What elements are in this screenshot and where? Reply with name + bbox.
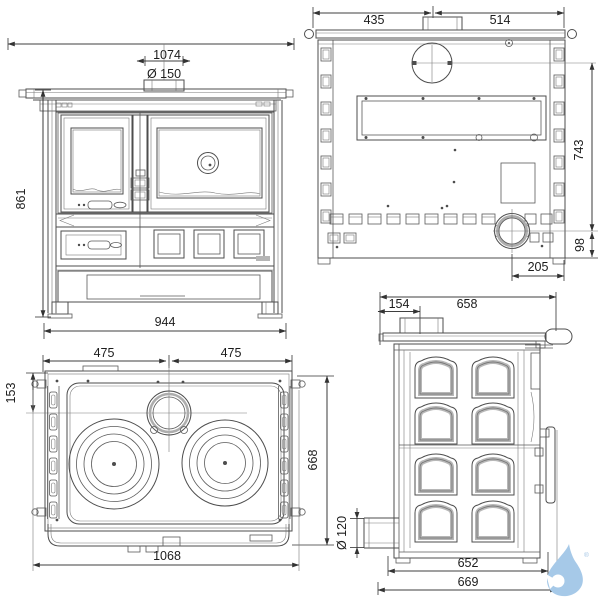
dim-rear-outlet-side-offset: 205: [528, 260, 549, 274]
dim-top-depth: 668: [306, 450, 320, 471]
dim-front-overall-width: 1074: [153, 48, 181, 62]
dim-side-flue-setback: 154: [389, 297, 410, 311]
rear-side-slots-left: [320, 47, 332, 224]
base-skirt-top: [47, 524, 290, 553]
dim-rear-height-to-outlet: 743: [572, 140, 586, 161]
flue-collar-top: [26, 366, 247, 452]
logo-drop-icon: [547, 544, 583, 597]
dim-top-flue-setback: 153: [4, 383, 18, 404]
flue-collar-rear: [422, 16, 463, 31]
flue-collar-side: [399, 317, 444, 334]
front-legs: [47, 301, 283, 319]
vent-grille-left: [55, 102, 62, 108]
rear-junction-box: [500, 162, 536, 204]
thermometer-icon: [197, 152, 219, 174]
ash-drawer: [60, 230, 127, 260]
oven-door-window: [156, 127, 263, 199]
dim-front-body-width: 944: [155, 315, 176, 329]
dim-top-half-width-right: 475: [221, 346, 242, 360]
front-towel-rail: [18, 88, 294, 99]
vent-grille-right: [255, 101, 263, 107]
dim-side-overall-depth: 669: [458, 575, 479, 589]
side-towel-rail: [378, 328, 573, 349]
dim-top-overall-width: 1068: [153, 549, 181, 563]
firebox-door-window: [70, 127, 124, 195]
registered-mark: ®: [584, 551, 589, 559]
dim-side-base-depth: 652: [458, 556, 479, 570]
brand-nameplate: [256, 256, 270, 261]
hinge-upper: [130, 177, 150, 189]
decorative-squares: [153, 229, 270, 261]
rear-towel-rail: [304, 29, 577, 39]
top-view: 475 475: [4, 346, 334, 571]
dim-front-overall-height: 861: [14, 189, 28, 210]
dim-rear-outlet-center-height: 98: [573, 238, 587, 252]
side-panels: [413, 355, 516, 544]
rear-side-slots-right: [553, 47, 565, 224]
burner-right: [181, 419, 269, 507]
rear-access-plate: [356, 95, 547, 142]
side-rail-right-top: [278, 386, 291, 519]
side-view: 658 154: [335, 292, 573, 595]
dim-top-half-width-left: 475: [94, 346, 115, 360]
brand-logo: ®: [546, 544, 589, 597]
cook-surface: [66, 382, 285, 525]
air-control-lever: [87, 200, 113, 210]
dim-front-flue-diameter: Ø 150: [147, 67, 181, 81]
hinge-lower: [130, 189, 150, 201]
center-post: [130, 112, 150, 268]
dim-side-top-depth: 658: [457, 297, 478, 311]
oven-door: [147, 114, 270, 213]
side-outlet-stub: [363, 517, 399, 549]
side-rail-left-top: [47, 386, 60, 519]
front-view: 1074 Ø 150: [7, 38, 295, 339]
dim-rear-flue-left-offset: 435: [364, 13, 385, 27]
base-drawer: [56, 265, 274, 303]
door-handle-side: [545, 426, 556, 504]
firebox-door: [60, 114, 133, 213]
rail-knobs: [31, 379, 306, 517]
dim-rear-flue-right-offset: 514: [490, 13, 511, 27]
rear-smoke-outlet: [493, 209, 598, 253]
burner-left: [68, 418, 160, 510]
ash-drawer-handle: [87, 240, 111, 250]
flue-hole-top: [411, 42, 596, 84]
dim-side-outlet-diameter: Ø 120: [335, 516, 349, 550]
rear-view: 435 514: [304, 6, 598, 281]
